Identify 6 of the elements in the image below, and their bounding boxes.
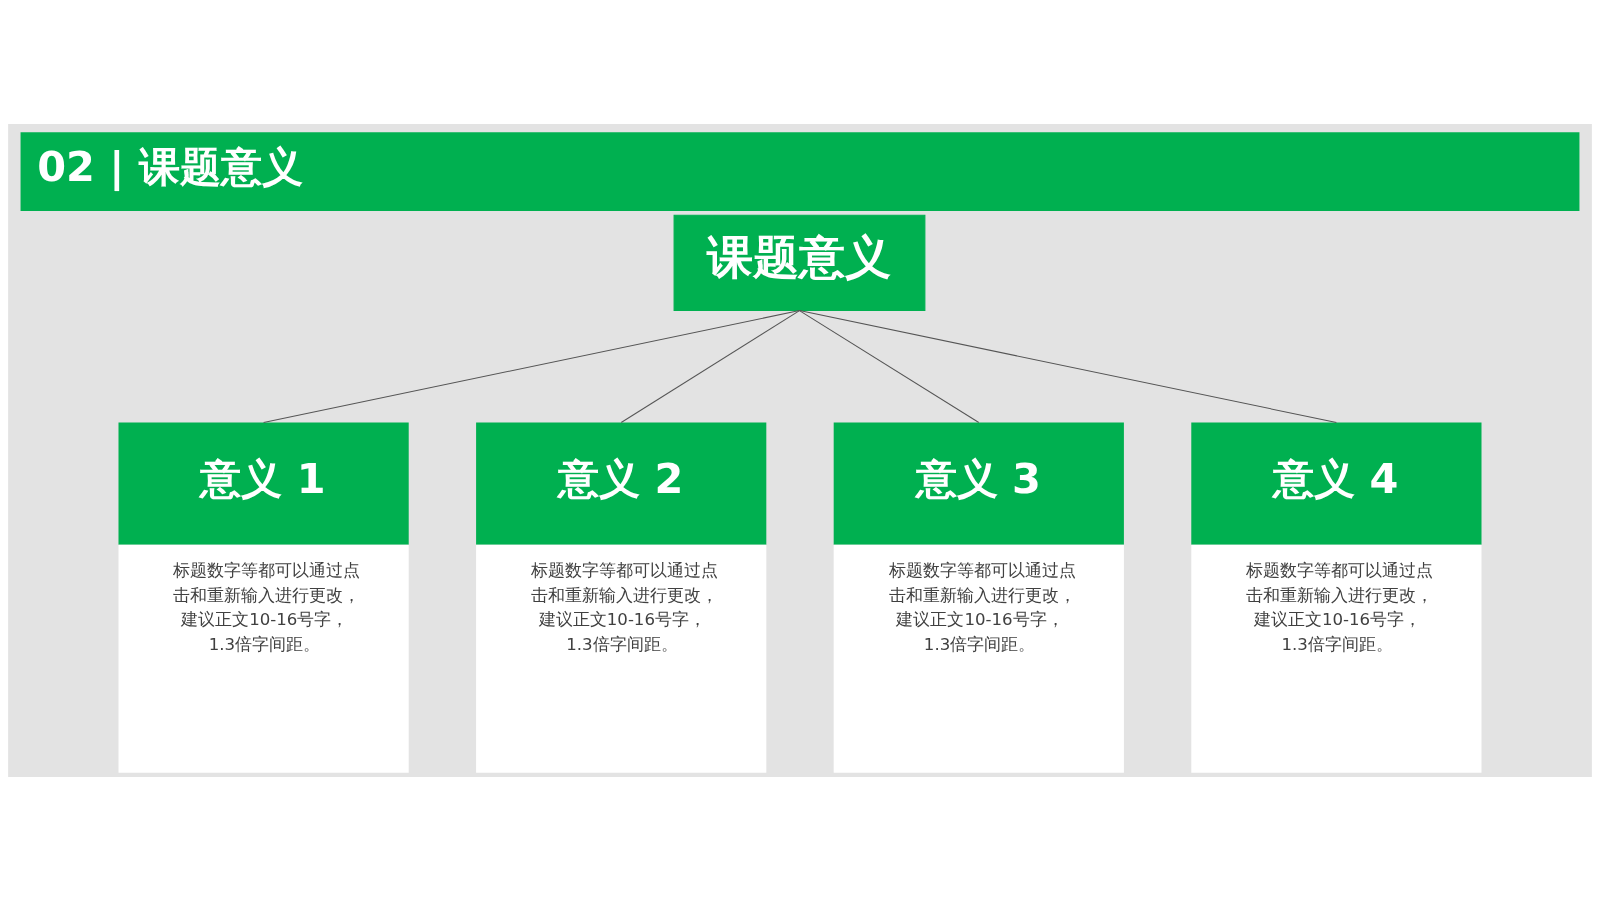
node-box: 课题意义 — [673, 214, 926, 311]
diagram-title: 02 | 课题意义 — [37, 142, 303, 191]
connector — [263, 309, 800, 423]
connector — [798, 309, 980, 423]
connector — [620, 309, 800, 423]
connector — [798, 309, 1337, 423]
